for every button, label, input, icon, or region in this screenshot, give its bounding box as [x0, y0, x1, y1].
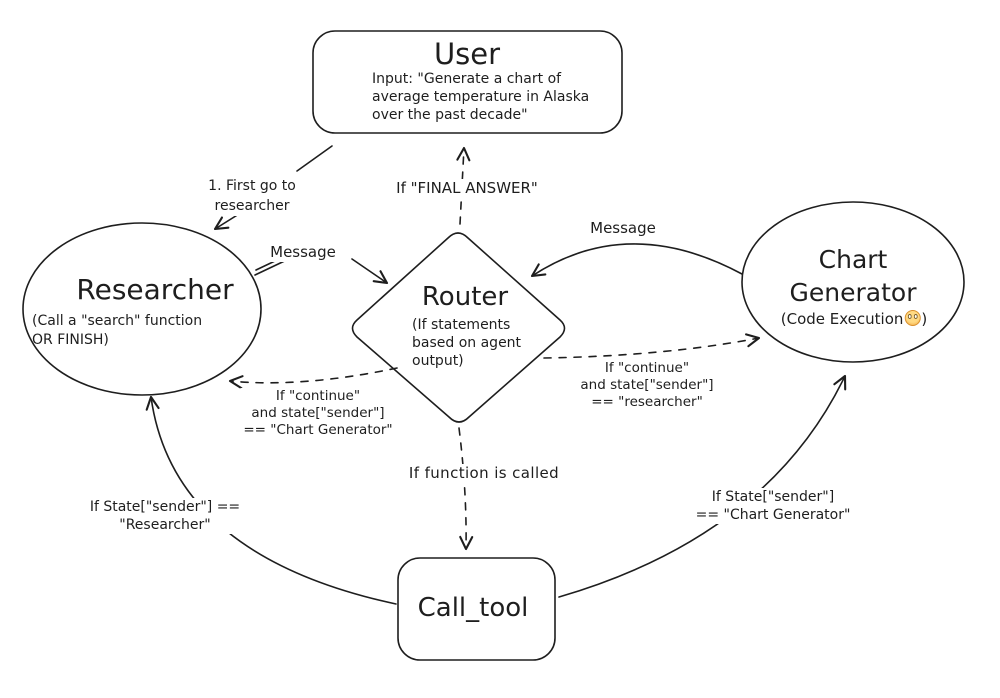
edge-label-first-go-to-researcher: 1. First go to researcher: [205, 176, 299, 216]
edge-label-line: If "continue": [275, 388, 361, 404]
user-node-body-line: average temperature in Alaska: [372, 89, 590, 105]
chart-generator-subtitle-text: (Code Execution: [780, 310, 904, 328]
edge-label-line: If "continue": [604, 360, 690, 376]
edge-label-continue-chart-generator: If "continue" and state["sender"] == "Ch…: [240, 388, 396, 439]
researcher-node-body-line: (Call a "search" function: [32, 313, 203, 329]
call-tool-node-title: Call_tool: [417, 593, 529, 623]
user-node-shape: [312, 30, 623, 134]
edge-chartgen-to-router: [530, 243, 743, 278]
flushed-emoji-icon: [904, 310, 921, 326]
user-node-body-line: over the past decade": [372, 107, 528, 123]
researcher-node-body-line: OR FINISH): [32, 332, 109, 348]
chart-generator-node-title: Chart Generator: [790, 243, 917, 309]
edge-label-message-right: Message: [587, 219, 659, 238]
router-node-title: Router: [421, 282, 509, 312]
edge-label-function-called: If function is called: [405, 464, 563, 483]
user-node-body-line: Input: "Generate a chart of: [372, 71, 562, 87]
edge-label-line: == "Chart Generator": [695, 507, 851, 523]
edge-label-line: "Researcher": [119, 517, 211, 533]
edge-router-to-researcher-dashed: [228, 367, 398, 390]
router-node-body-line: (If statements: [412, 317, 511, 333]
router-node-body-line: based on agent: [412, 335, 522, 351]
edge-label-line: If State["sender"] ==: [89, 499, 241, 515]
edge-router-to-user-dashed: [456, 146, 471, 225]
chart-generator-title-line: Generator: [789, 278, 917, 307]
edge-label-line: 1. First go to: [208, 178, 296, 194]
edge-router-to-chartgen-dashed: [543, 333, 761, 359]
edge-label-message-left: Message: [267, 243, 339, 262]
edge-label-sender-chart-generator: If State["sender"] == "Chart Generator": [692, 488, 854, 524]
user-node-body: Input: "Generate a chart of average temp…: [372, 70, 589, 124]
edge-router-to-calltool-dashed: [458, 427, 474, 551]
chart-generator-subtitle: (Code Execution): [780, 310, 928, 329]
chart-generator-node-shape: [741, 201, 965, 363]
chart-generator-title-line: Chart: [818, 245, 888, 274]
edge-label-final-answer: If "FINAL ANSWER": [393, 179, 541, 198]
edge-label-line: researcher: [214, 198, 290, 214]
edge-label-continue-researcher: If "continue" and state["sender"] == "re…: [577, 360, 717, 411]
edge-user-to-researcher-upper: [296, 145, 333, 172]
researcher-node-shape: [22, 222, 262, 396]
chart-generator-subtitle-close: ): [921, 310, 928, 328]
edge-label-line: and state["sender"]: [251, 405, 385, 421]
router-node-body: (If statements based on agent output): [412, 316, 521, 370]
researcher-node-title: Researcher: [76, 273, 234, 306]
edge-label-line: == "researcher": [591, 394, 703, 410]
edge-label-line: == "Chart Generator": [243, 422, 393, 438]
user-node-title: User: [433, 37, 501, 71]
edge-label-line: If State["sender"]: [711, 489, 835, 505]
router-node-shape: [351, 232, 566, 423]
edge-label-sender-researcher: If State["sender"] == "Researcher": [86, 498, 244, 534]
researcher-node-body: (Call a "search" function OR FINISH): [32, 312, 202, 350]
call-tool-node-shape: [397, 557, 556, 661]
edge-researcher-to-router-arrow: [351, 258, 389, 285]
edge-label-line: and state["sender"]: [580, 377, 714, 393]
router-node-body-line: output): [412, 353, 464, 369]
